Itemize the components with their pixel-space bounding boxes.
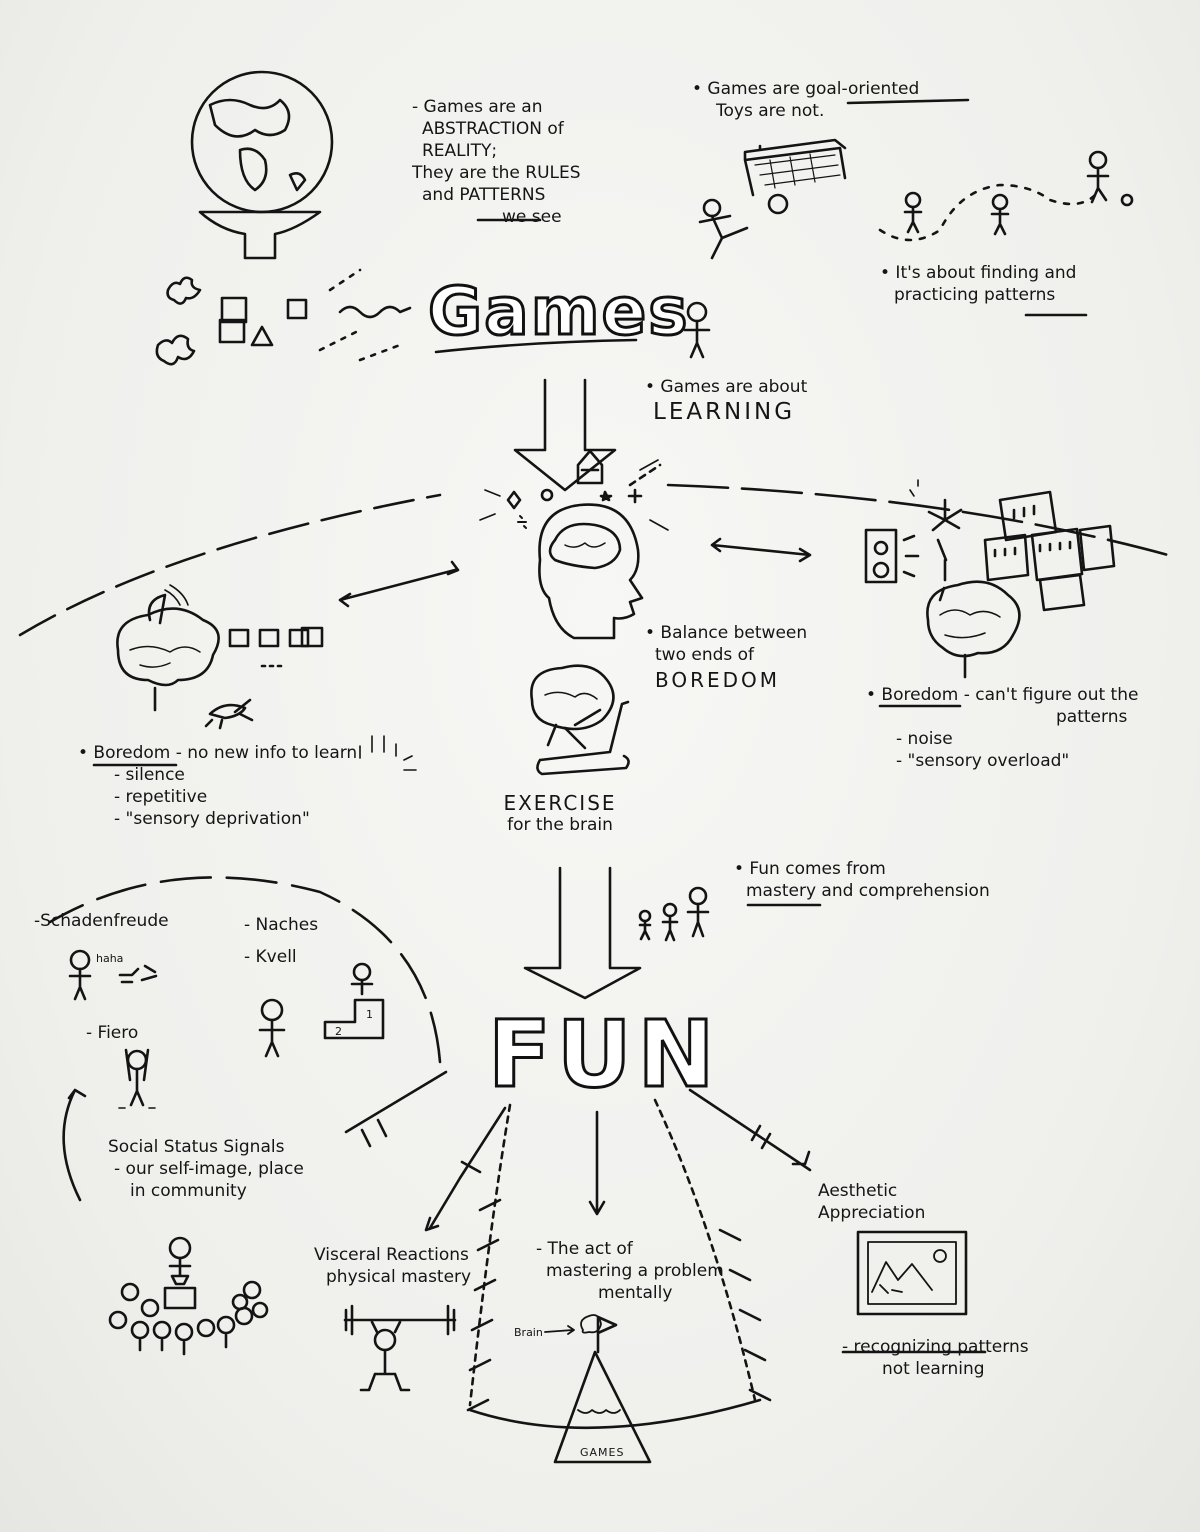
funnel-bottom xyxy=(468,1398,762,1430)
goal-oriented-note: • Games are goal-oriented Toys are not. xyxy=(692,79,920,121)
ray-mastering xyxy=(588,1110,606,1216)
arc-right xyxy=(666,483,1170,557)
ray-visceral xyxy=(424,1106,507,1232)
repeated-squares-icon xyxy=(228,626,324,668)
smiling-figure-icon xyxy=(258,998,286,1058)
podium-2-label: 2 xyxy=(335,1025,342,1038)
mountain-icon xyxy=(544,1314,652,1464)
painting-icon xyxy=(856,1230,968,1316)
shapes-icon xyxy=(218,296,308,347)
stick-figure-icon xyxy=(683,301,711,359)
funnel-left xyxy=(468,1103,512,1407)
kvell-label: - Kvell xyxy=(244,947,297,967)
falling-shapes-icon xyxy=(479,459,669,531)
games-mountain-label: GAMES xyxy=(580,1446,625,1459)
ray-social xyxy=(344,1070,448,1148)
naches-label: - Naches xyxy=(244,915,319,935)
bored-brain-icon xyxy=(116,584,220,712)
dome-arc xyxy=(48,876,442,1064)
recognizing-note: - recognizing patterns not learning xyxy=(842,1337,1029,1379)
crowd-icon xyxy=(108,1236,269,1356)
weightlifter-icon xyxy=(343,1304,457,1392)
fun-comes-note: • Fun comes from mastery and comprehensi… xyxy=(734,859,990,901)
double-arrow-right-icon xyxy=(710,537,812,563)
pedestal-icon xyxy=(198,210,322,260)
sparkle-marks xyxy=(359,735,417,771)
soccer-goal-icon xyxy=(743,138,847,197)
house-icon xyxy=(576,449,604,485)
head-icon xyxy=(538,503,644,640)
goal-underline xyxy=(846,98,970,105)
ray-aesthetic xyxy=(688,1088,812,1172)
balance-note: • Balance between two ends of BOREDOM xyxy=(645,623,808,692)
funnel-hatch-right xyxy=(718,1228,772,1402)
arc-dash xyxy=(628,463,662,487)
firework-icon xyxy=(909,479,963,602)
schadenfreude-label: -Schadenfreude xyxy=(34,911,169,931)
mastering-note: - The act of mastering a problem mentall… xyxy=(536,1239,724,1303)
three-figures-icon xyxy=(638,886,710,942)
treadmill-brain-icon xyxy=(530,664,630,776)
laughing-figure-icon xyxy=(68,949,158,1001)
double-arrow-left-icon xyxy=(338,560,460,608)
cheering-figure-icon xyxy=(118,1048,156,1109)
speaker-icon xyxy=(864,528,920,584)
globe-icon xyxy=(190,70,334,214)
funnel-right xyxy=(653,1098,757,1402)
overloaded-brain-icon xyxy=(926,580,1021,679)
boredom-left-note: • Boredom - no new info to learn - silen… xyxy=(78,743,358,829)
games-title: Games xyxy=(427,272,690,352)
dotted-path-icon xyxy=(878,150,1134,242)
podium-1-label: 1 xyxy=(366,1008,373,1021)
arrow-down-fun-icon xyxy=(523,866,642,1000)
puzzle-piece-icon xyxy=(155,276,202,366)
learning-note: • Games are about LEARNING xyxy=(645,377,808,425)
buildings-icon xyxy=(983,490,1116,612)
arc-left xyxy=(18,493,442,637)
finding-patterns-note: • It's about finding and practicing patt… xyxy=(880,263,1077,305)
fiero-label: - Fiero xyxy=(86,1023,139,1043)
cricket-icon xyxy=(204,698,254,730)
wavy-arrow-icon xyxy=(318,268,412,362)
abstraction-note: - Games are an ABSTRACTION of REALITY; T… xyxy=(412,97,581,227)
curved-arrow-icon xyxy=(62,1088,87,1202)
aesthetic-note: Aesthetic Appreciation xyxy=(818,1181,926,1223)
boredom-right-note: • Boredom - can't figure out the pattern… xyxy=(866,685,1139,771)
social-status-note: Social Status Signals - our self-image, … xyxy=(108,1137,304,1201)
funnel-hatch-left xyxy=(466,1198,502,1412)
arrow-down-icon xyxy=(513,378,617,492)
fun-title: FUN xyxy=(487,1001,721,1108)
haha-label: haha xyxy=(96,952,124,965)
podium-icon xyxy=(323,962,385,1040)
exercise-note: EXERCISE for the brain xyxy=(503,791,617,835)
games-underline xyxy=(434,338,638,354)
kicker-figure-icon xyxy=(698,193,789,260)
brain-label: Brain xyxy=(514,1326,543,1339)
visceral-note: Visceral Reactions physical mastery xyxy=(314,1245,472,1287)
